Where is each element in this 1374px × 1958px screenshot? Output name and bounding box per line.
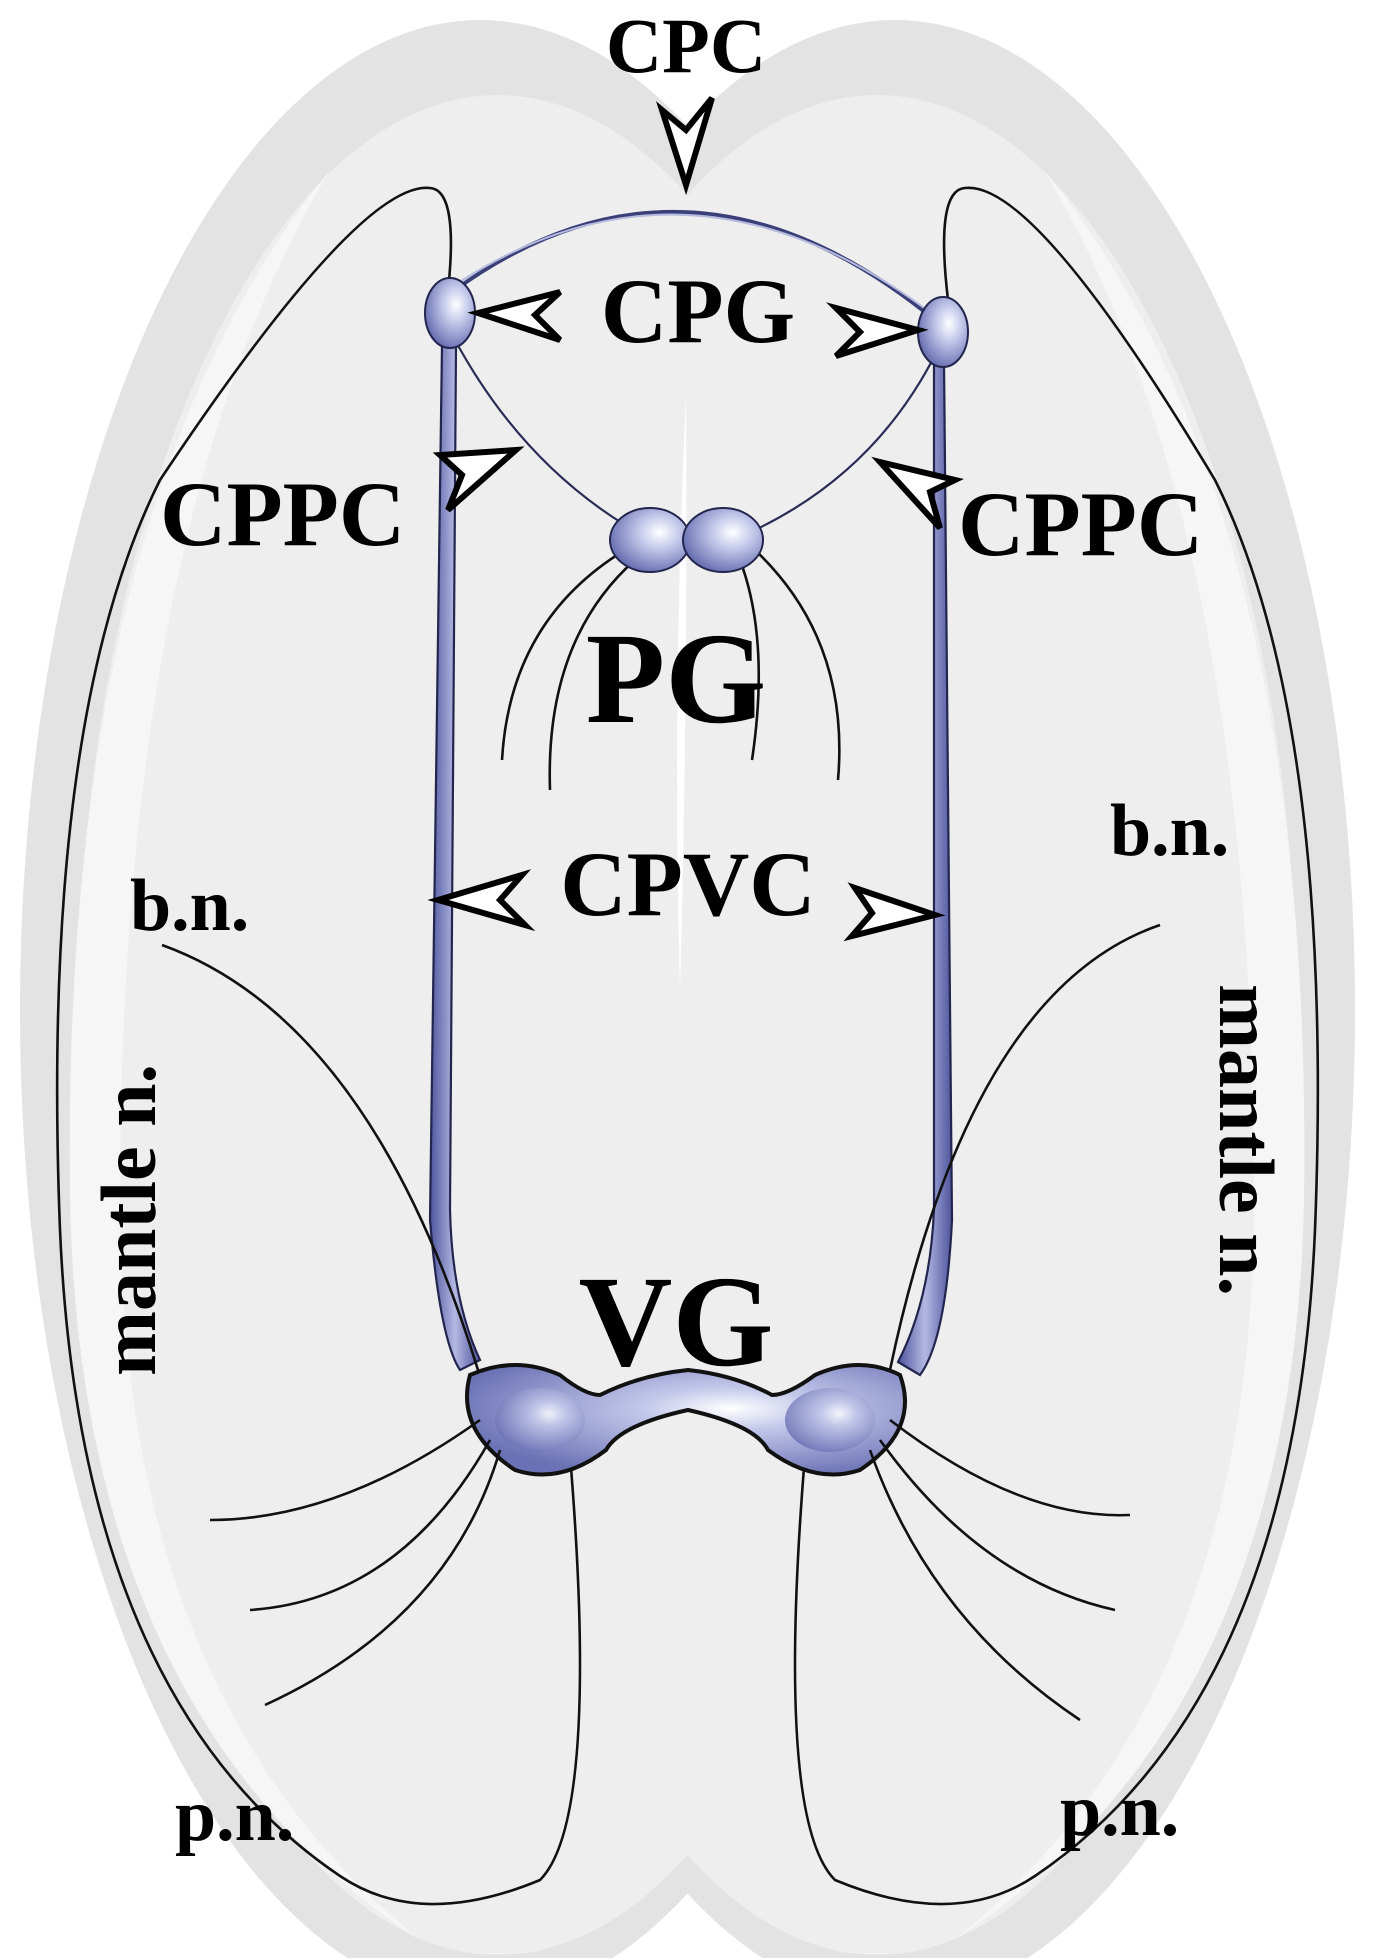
label-pn-left: p.n. — [175, 1775, 294, 1857]
cppc-right — [754, 344, 941, 531]
shell-sheen-left — [69, 170, 421, 1940]
mantle-nerve-left — [55, 186, 582, 1906]
pedal-ganglion-left — [609, 507, 691, 573]
label-vg: VG — [579, 1250, 774, 1394]
pedal-ganglion-nerves — [500, 548, 841, 791]
mantle-nerves — [55, 186, 1320, 1906]
cpg-arrow-right — [825, 302, 929, 359]
label-pn-right: p.n. — [1060, 1770, 1179, 1852]
cppc-arrow-right — [871, 456, 964, 531]
label-cpc: CPC — [606, 2, 766, 89]
label-cpvc: CPVC — [560, 833, 816, 935]
label-cppc-right: CPPC — [958, 473, 1203, 575]
label-bn-left: b.n. — [130, 865, 249, 947]
label-bn-right: b.n. — [1110, 790, 1229, 872]
visceral-ganglion-right-highlight — [785, 1388, 875, 1452]
posterior-nerves — [209, 1418, 1131, 1722]
cerebral-ganglion-right — [917, 296, 969, 368]
cppc-left — [454, 339, 626, 526]
label-mantle-right: mantle n. — [1203, 984, 1290, 1296]
cpvc-left — [428, 343, 482, 1372]
visceral-ganglion-left-highlight — [495, 1388, 585, 1452]
mantle-nerve-right — [793, 186, 1320, 1906]
cpvc-arrow-right — [843, 882, 946, 942]
visceral-ganglia — [465, 1363, 907, 1477]
shell-sheen-right — [954, 170, 1305, 1940]
cpg-arrow-left — [467, 289, 563, 343]
cppc-arrow-left — [432, 446, 525, 513]
pedal-ganglion-right — [682, 507, 764, 573]
cerebral-ganglion-left — [424, 277, 476, 349]
label-cpg: CPG — [601, 260, 795, 362]
label-cppc-left: CPPC — [160, 463, 405, 565]
label-mantle-left: mantle n. — [85, 1064, 172, 1376]
cpvc-right — [896, 358, 954, 1377]
cpvc-arrow-left — [427, 869, 536, 932]
label-pg: PG — [586, 607, 767, 751]
branchial-nerve-right — [888, 923, 1161, 1371]
branchial-nerve-left — [161, 943, 480, 1371]
cpc-arrow — [656, 96, 715, 196]
